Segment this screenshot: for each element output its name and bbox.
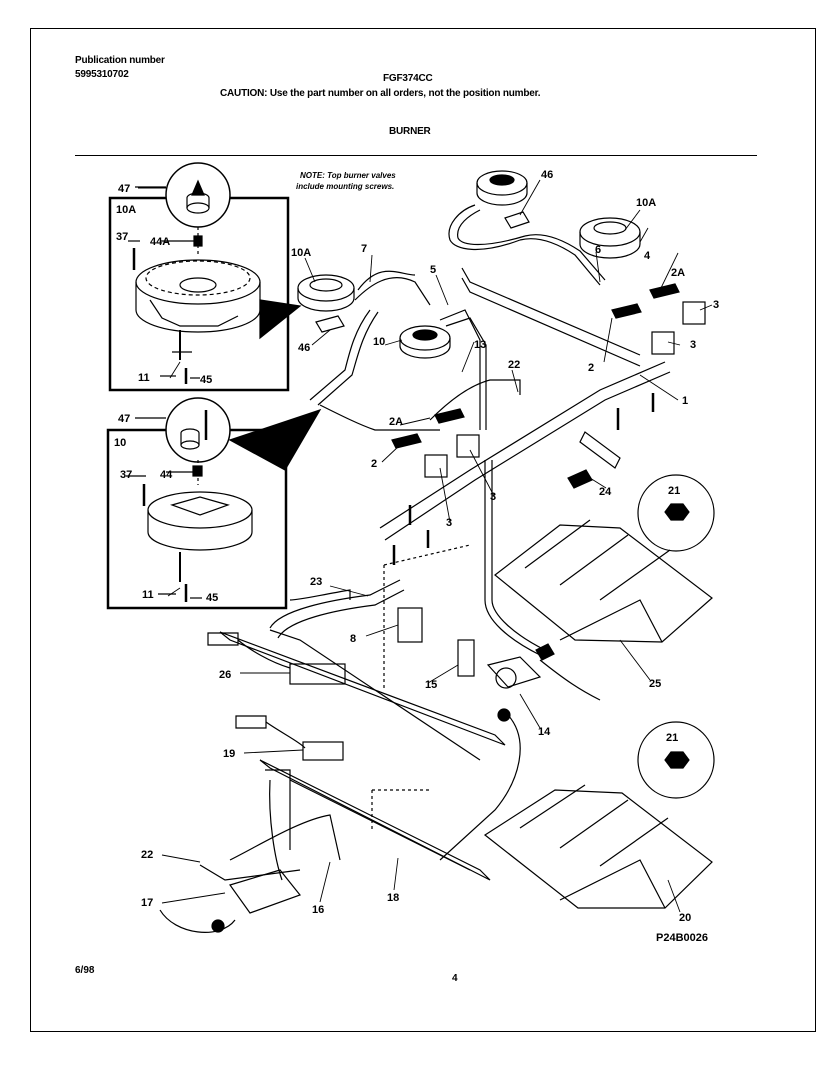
callout-47a: 47 xyxy=(118,183,130,195)
valves-and-brackets xyxy=(391,283,706,565)
callout-37b: 37 xyxy=(120,469,132,481)
callout-14: 14 xyxy=(538,726,551,738)
manifold-pipe xyxy=(379,267,671,541)
callout-2A-right: 2A xyxy=(671,267,685,279)
footer-date: 6/98 xyxy=(75,965,95,976)
callout-46b: 46 xyxy=(541,169,553,181)
caution-text: CAUTION: Use the part number on all orde… xyxy=(220,88,541,99)
callout-1: 1 xyxy=(682,395,688,407)
callout-3-center: 3 xyxy=(490,491,496,503)
callout-11a: 11 xyxy=(138,372,150,384)
callout-17: 17 xyxy=(141,897,153,909)
callout-10A-right: 10A xyxy=(636,197,656,209)
callout-15: 15 xyxy=(425,679,437,691)
note-line-1: NOTE: Top burner valves xyxy=(300,171,396,180)
callout-18: 18 xyxy=(387,892,399,904)
inset-10A xyxy=(108,162,302,392)
callout-21a: 21 xyxy=(668,485,680,497)
callout-26: 26 xyxy=(219,669,231,681)
oven-burner-assembly xyxy=(159,544,601,933)
callout-8: 8 xyxy=(350,633,356,645)
page-border xyxy=(30,28,816,1032)
callout-7: 7 xyxy=(361,243,367,255)
heat-shield-lower xyxy=(483,784,713,909)
inset-10 xyxy=(106,397,322,610)
callout-13: 13 xyxy=(474,339,486,351)
publication-label: Publication number xyxy=(75,55,165,66)
callout-3-far-right: 3 xyxy=(713,299,719,311)
callout-2-left: 2 xyxy=(371,458,377,470)
callout-44A: 44A xyxy=(150,236,170,248)
inset-10-label: 10 xyxy=(114,437,126,449)
callout-3-right: 3 xyxy=(690,339,696,351)
callout-25: 25 xyxy=(649,678,661,690)
callout-37a: 37 xyxy=(116,231,128,243)
callout-11b: 11 xyxy=(142,589,154,601)
callout-10A-left: 10A xyxy=(291,247,311,259)
inset-10A-label: 10A xyxy=(116,204,136,216)
callout-5: 5 xyxy=(430,264,436,276)
model-number: FGF374CC xyxy=(383,73,433,84)
callout-46a: 46 xyxy=(298,342,310,354)
callout-24: 24 xyxy=(599,486,612,498)
nut-circles xyxy=(637,474,715,799)
callout-10: 10 xyxy=(373,336,385,348)
callout-19: 19 xyxy=(223,748,235,760)
callout-16: 16 xyxy=(312,904,324,916)
callout-4: 4 xyxy=(644,250,651,262)
callout-45a: 45 xyxy=(200,374,212,386)
callout-6: 6 xyxy=(595,244,601,256)
callout-21b: 21 xyxy=(666,732,678,744)
drawing-id: P24B0026 xyxy=(656,932,708,944)
note-line-2: include mounting screws. xyxy=(296,182,394,191)
section-title: BURNER xyxy=(389,126,431,137)
page-number: 4 xyxy=(452,973,458,984)
callout-2-right: 2 xyxy=(588,362,594,374)
callout-3-left: 3 xyxy=(446,517,452,529)
burner-assemblies xyxy=(297,170,641,359)
callout-20: 20 xyxy=(679,912,691,924)
leader-lines xyxy=(138,179,713,913)
heat-shield-upper xyxy=(494,519,713,643)
publication-number: 5995310702 xyxy=(75,69,129,80)
callout-2A-left: 2A xyxy=(389,416,403,428)
callout-23: 23 xyxy=(310,576,322,588)
callout-44: 44 xyxy=(160,469,173,481)
gas-tubing xyxy=(309,204,606,656)
callout-47b: 47 xyxy=(118,413,130,425)
callout-22a: 22 xyxy=(508,359,520,371)
callout-45b: 45 xyxy=(206,592,218,604)
header-rule xyxy=(75,155,757,156)
callout-22b: 22 xyxy=(141,849,153,861)
